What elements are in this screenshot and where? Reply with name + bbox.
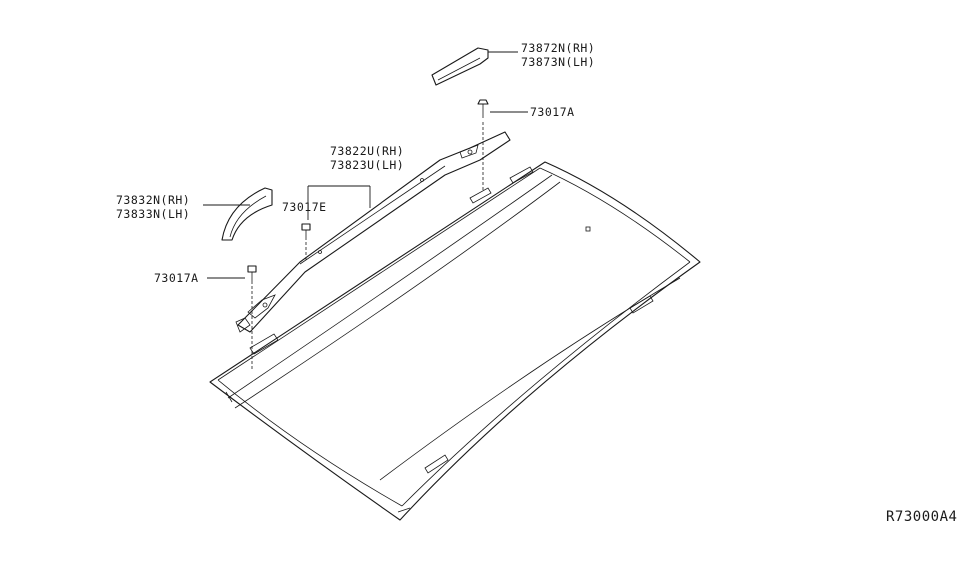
front-finisher <box>221 187 273 241</box>
label-73017e: 73017E <box>282 200 327 214</box>
label-73017a-left: 73017A <box>154 271 199 285</box>
roof-rail <box>235 131 511 333</box>
bolt-73017a-left <box>247 265 257 370</box>
label-73833n-lh: 73833N(LH) <box>116 207 190 221</box>
bolt-73017a-top <box>477 99 489 190</box>
reference-code: R73000A4 <box>886 509 957 525</box>
rear-finisher <box>431 47 489 86</box>
roof-panel <box>209 161 701 521</box>
label-73017a-top: 73017A <box>530 105 575 119</box>
label-73873n-lh: 73873N(LH) <box>521 55 595 69</box>
label-73872n-rh: 73872N(RH) <box>521 41 595 55</box>
label-73832n-rh: 73832N(RH) <box>116 193 190 207</box>
leader-lines <box>203 51 528 279</box>
label-73823u-lh: 73823U(LH) <box>330 158 404 172</box>
bolt-73017e <box>301 223 311 262</box>
label-73822u-rh: 73822U(RH) <box>330 144 404 158</box>
